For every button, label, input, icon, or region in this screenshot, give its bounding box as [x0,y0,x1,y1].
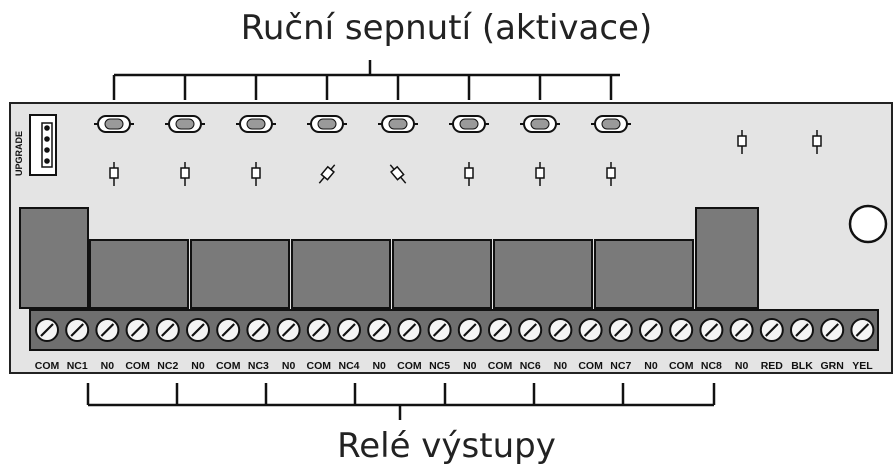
relay-7 [594,239,694,309]
terminal-label: NC5 [429,360,450,372]
manual-button-8 [591,115,631,133]
terminal-screw-13 [397,318,422,342]
manual-buttons [94,115,631,133]
terminal-label: COM [35,360,60,372]
relay-8 [695,207,759,309]
terminal-screw-27 [820,318,845,342]
terminal-screw-12 [367,318,392,342]
terminal-label: COM [397,360,422,372]
terminal-screws [35,318,875,342]
terminal-label: N0 [554,360,568,372]
top-bracket [114,60,620,77]
bottom-bracket [88,403,714,420]
terminal-screw-14 [427,318,452,342]
terminal-label: N0 [644,360,658,372]
led-1 [109,162,119,186]
terminal-screw-26 [790,318,814,342]
terminal-label: YEL [852,360,873,372]
terminal-label: NC3 [248,360,269,372]
terminal-label: N0 [372,360,386,372]
terminal-label: BLK [791,360,813,372]
terminal-screw-6 [186,318,210,342]
relay-6 [493,239,593,309]
terminal-screw-9 [276,318,301,342]
led-2 [180,162,190,186]
led-3 [251,162,261,186]
terminal-screw-15 [457,318,482,342]
terminal-screw-20 [608,318,633,342]
terminal-labels: COM NC1 N0 COM NC2 N0 COM NC3 N0 COM NC4 N0 COM NC5 N0… [35,360,873,372]
terminal-label: NC2 [157,360,178,372]
relay-5 [392,239,492,309]
terminal-label: NC1 [67,360,88,372]
manual-button-5 [378,115,418,133]
terminal-label: N0 [735,360,749,372]
manual-button-3 [236,115,276,133]
terminal-screw-16 [488,318,512,342]
terminal-screw-5 [155,318,180,342]
terminal-screw-18 [548,318,573,342]
relay-1 [19,207,89,309]
manual-button-4 [307,115,347,133]
mounting-hole [848,204,888,244]
led-4 [318,164,336,184]
terminal-screw-22 [669,318,694,342]
terminal-screw-23 [699,318,724,342]
terminal-label: NC4 [338,360,359,372]
terminal-label: COM [488,360,513,372]
led-5 [389,164,407,184]
led-extra-1 [737,130,747,154]
terminal-screw-24 [729,318,754,342]
terminal-label: NC7 [610,360,631,372]
terminal-screw-19 [578,318,603,342]
terminal-screw-8 [246,318,271,342]
terminal-label: COM [125,360,150,372]
terminal-screw-4 [125,318,150,342]
manual-button-1 [94,115,134,133]
terminal-label: COM [578,360,603,372]
terminal-screw-11 [337,318,361,342]
terminal-screw-25 [759,318,784,342]
terminal-label: NC6 [520,360,541,372]
terminal-label: COM [307,360,332,372]
terminal-label: N0 [463,360,477,372]
terminal-screw-3 [95,318,120,342]
top-bracket-ticks [112,75,613,100]
terminal-label: RED [761,360,784,372]
bottom-bracket-ticks [86,383,716,405]
terminal-screw-21 [639,318,663,342]
terminal-label: COM [216,360,241,372]
status-leds [109,130,822,186]
led-7 [535,162,545,186]
relay-2 [89,239,189,309]
upgrade-label: UPGRADE [14,131,24,176]
manual-button-2 [165,115,205,133]
manual-activation-title: Ruční sepnutí (aktivace) [240,8,653,48]
upgrade-connector [29,114,57,176]
relay-outputs-title: Relé výstupy [337,426,556,466]
led-6 [464,162,474,186]
terminal-screw-7 [216,318,241,342]
led-8 [606,162,616,186]
terminal-label: N0 [191,360,205,372]
relay-4 [291,239,391,309]
relays [19,207,759,309]
terminal-screw-28 [850,318,875,342]
terminal-label: N0 [101,360,115,372]
relay-3 [190,239,290,309]
manual-button-6 [449,115,489,133]
terminal-screw-10 [306,318,331,342]
terminal-label: COM [669,360,694,372]
terminal-label: N0 [282,360,296,372]
terminal-label: NC8 [701,360,722,372]
terminal-label: GRN [821,360,844,372]
terminal-screw-2 [65,318,90,342]
led-extra-2 [812,130,822,154]
terminal-screw-1 [35,318,59,342]
manual-button-7 [520,115,560,133]
terminal-screw-17 [518,318,543,342]
